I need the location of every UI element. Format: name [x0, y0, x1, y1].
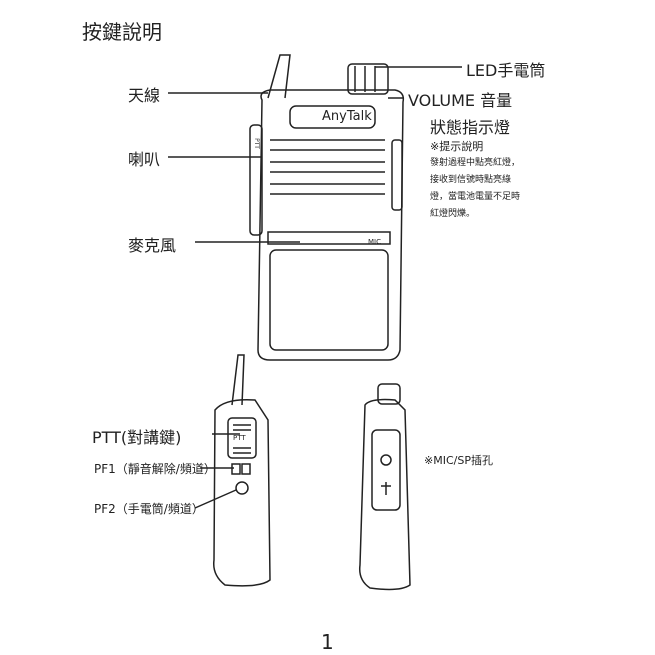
note-text: 發射過程中點亮紅燈， 接收到信號時點亮綠 燈，當電池電量不足時 紅燈閃爍。 [430, 155, 520, 223]
brand-logo: AnyTalk [322, 109, 372, 124]
front-radio-illustration [168, 54, 462, 361]
label-status-light: 狀態指示燈 [430, 118, 511, 137]
label-pf1: PF1（靜音解除/頻道） [94, 462, 216, 476]
label-mic-sp-jack: ※MIC/SP插孔 [424, 454, 493, 467]
label-volume: VOLUME 音量 [408, 91, 513, 110]
page-number: 1 [321, 630, 334, 654]
label-ptt: PTT(對講鍵) [92, 428, 182, 447]
side-radio-illustration [194, 354, 271, 587]
ptt-button-mark: PTT [233, 434, 246, 442]
note-line: 發射過程中點亮紅燈， [430, 158, 521, 168]
side-ptt-mark: PTT [252, 138, 260, 149]
note-line: 接收到信號時點亮綠 [430, 175, 512, 185]
label-microphone: 麥克風 [128, 236, 177, 255]
page-title: 按鍵說明 [82, 20, 162, 44]
note-line: 燈，當電池電量不足時 [430, 192, 521, 202]
label-antenna: 天線 [128, 86, 161, 105]
mic-mark: MIC [368, 238, 381, 246]
note-line: 紅燈閃爍。 [430, 209, 476, 219]
note-heading: ※提示說明 [430, 140, 484, 153]
label-speaker: 喇叭 [128, 150, 161, 169]
back-side-radio-illustration [358, 383, 411, 591]
label-led-flashlight: LED手電筒 [466, 61, 546, 80]
label-pf2: PF2（手電筒/頻道） [94, 502, 204, 516]
